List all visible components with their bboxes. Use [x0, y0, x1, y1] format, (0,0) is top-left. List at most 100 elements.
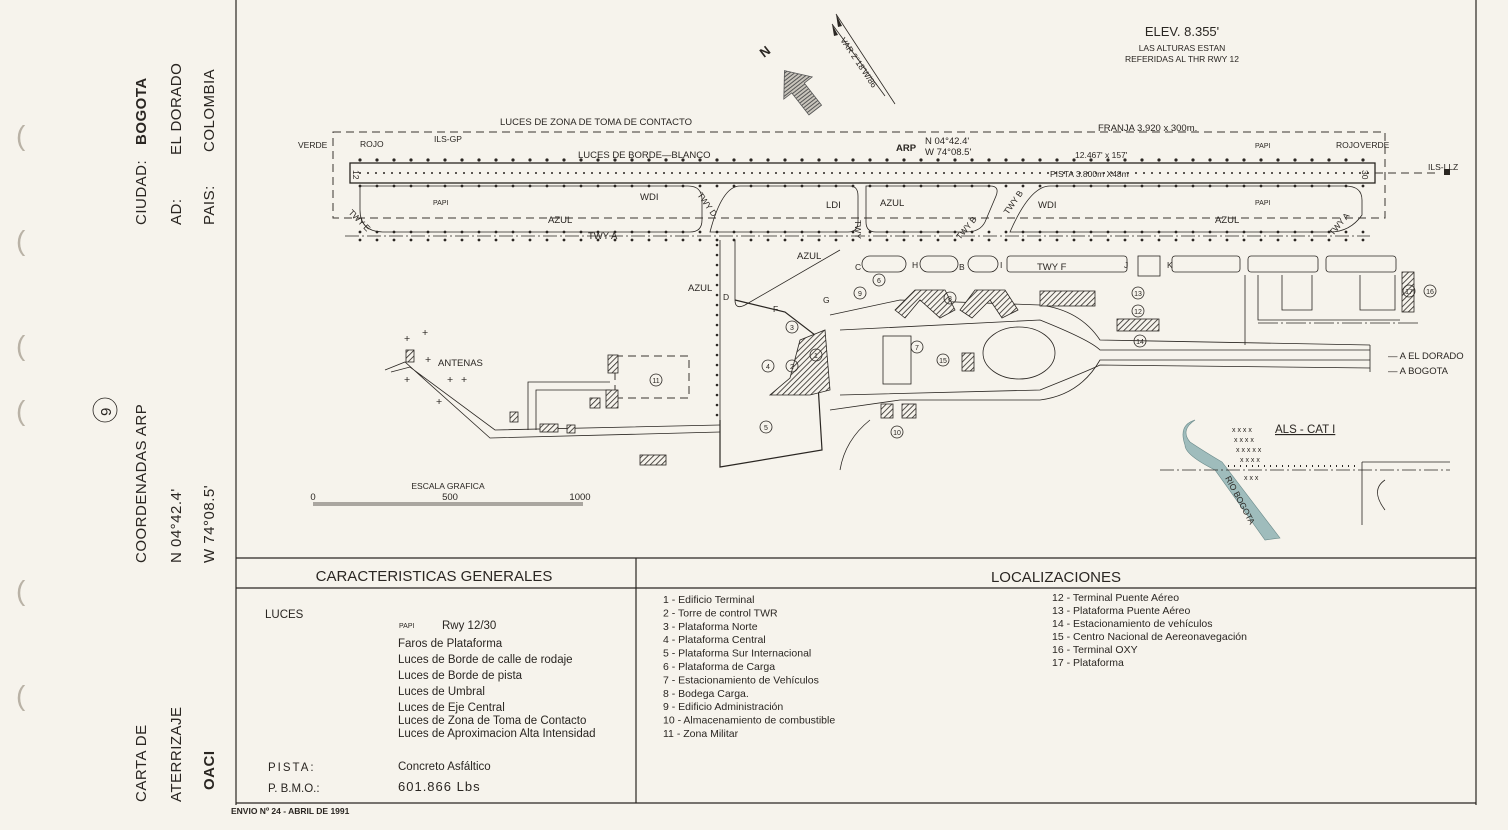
scale-tick: 1000	[569, 492, 590, 503]
light-dot	[1208, 184, 1212, 188]
river	[1182, 419, 1281, 541]
arp-latitude: N 04°42.4'	[168, 488, 185, 563]
twy-c-label: TWY	[853, 220, 863, 239]
light-dot	[562, 184, 566, 188]
location-marker: 7	[915, 345, 919, 352]
light-dot	[1310, 158, 1314, 162]
light-dot	[800, 238, 804, 242]
light-dot	[698, 230, 702, 234]
light-dot	[715, 263, 719, 267]
light-dot	[927, 172, 929, 174]
light-dot	[399, 172, 401, 174]
location-item: 1 - Edificio Terminal	[663, 594, 754, 606]
location-marker: 10	[893, 430, 901, 437]
light-dot	[834, 230, 838, 234]
light-dot	[1276, 230, 1280, 234]
svg-text:(: (	[16, 225, 26, 256]
light-dot	[715, 303, 719, 307]
light-dot	[1004, 230, 1008, 234]
light-dot	[834, 158, 838, 162]
light-dot	[375, 158, 379, 162]
light-dot	[885, 238, 889, 242]
light-dot	[834, 238, 838, 242]
light-dot	[766, 158, 770, 162]
light-dot	[630, 230, 634, 234]
light-dot	[527, 172, 529, 174]
light-dot	[1293, 238, 1297, 242]
river-label: RIO BOGOTA	[1223, 474, 1257, 526]
light-dot	[545, 184, 549, 188]
light-dot	[655, 172, 657, 174]
light-dot	[1143, 172, 1145, 174]
light-dot	[1007, 172, 1009, 174]
light-dot	[783, 230, 787, 234]
twy-a-east-label: TWY A	[1327, 210, 1352, 237]
light-dot	[426, 230, 430, 234]
light-dot	[868, 238, 872, 242]
light-dot	[1367, 172, 1369, 174]
light-dot	[1263, 172, 1265, 174]
location-marker: 6	[877, 278, 881, 285]
light-dot	[503, 172, 505, 174]
location-marker-circle	[936, 353, 950, 367]
light-dot	[392, 238, 396, 242]
light-dot	[1095, 172, 1097, 174]
light-dot	[409, 158, 413, 162]
light-dot	[703, 172, 705, 174]
light-dot	[911, 172, 913, 174]
light-dot	[749, 238, 753, 242]
light-dot	[970, 184, 974, 188]
location-item: 2 - Torre de control TWR	[663, 607, 778, 619]
light-dot	[579, 238, 583, 242]
light-dot	[855, 172, 857, 174]
light-dot	[409, 230, 413, 234]
light-dot	[1055, 184, 1059, 188]
light-dot	[1157, 230, 1161, 234]
svg-text:+: +	[404, 374, 410, 386]
light-dot	[715, 283, 719, 287]
light-dot	[1072, 238, 1076, 242]
light-dot	[1191, 184, 1195, 188]
light-dot	[1004, 184, 1008, 188]
light-dot	[1039, 172, 1041, 174]
light-dot	[902, 158, 906, 162]
light-dot	[519, 172, 521, 174]
light-dot	[751, 172, 753, 174]
light-dot	[732, 158, 736, 162]
light-dot	[409, 184, 413, 188]
wdi-west: WDI	[640, 192, 658, 203]
light-dot	[1276, 238, 1280, 242]
light-dot	[715, 238, 719, 242]
light-dot	[647, 230, 651, 234]
light-dot	[477, 230, 481, 234]
rojo-west: ROJO	[360, 139, 384, 149]
light-dot	[823, 172, 825, 174]
light-dot	[943, 172, 945, 174]
light-dot	[1319, 172, 1321, 174]
tdz-lights-label: LUCES DE ZONA DE TOMA DE CONTACTO	[500, 117, 692, 128]
light-dot	[596, 230, 600, 234]
svg-text:(: (	[16, 680, 26, 711]
light-dot	[431, 172, 433, 174]
light-dot	[715, 393, 719, 397]
light-dot	[1175, 172, 1177, 174]
light-dot	[715, 333, 719, 337]
light-dot	[749, 184, 753, 188]
light-dot	[1344, 238, 1348, 242]
light-item: Luces de Aproximacion Alta Intensidad	[398, 728, 596, 740]
light-item: Luces de Eje Central	[398, 702, 505, 714]
light-dot	[579, 230, 583, 234]
location-marker-circle	[809, 348, 823, 362]
light-dot	[1038, 230, 1042, 234]
location-marker-circle	[761, 359, 775, 373]
light-dot	[1191, 230, 1195, 234]
light-dot	[664, 238, 668, 242]
light-dot	[919, 230, 923, 234]
location-marker: 9	[858, 291, 862, 298]
terminal-building	[768, 329, 831, 396]
light-dot	[1021, 230, 1025, 234]
location-marker: 1	[814, 353, 818, 360]
light-dot	[715, 293, 719, 297]
light-dot	[715, 243, 719, 247]
